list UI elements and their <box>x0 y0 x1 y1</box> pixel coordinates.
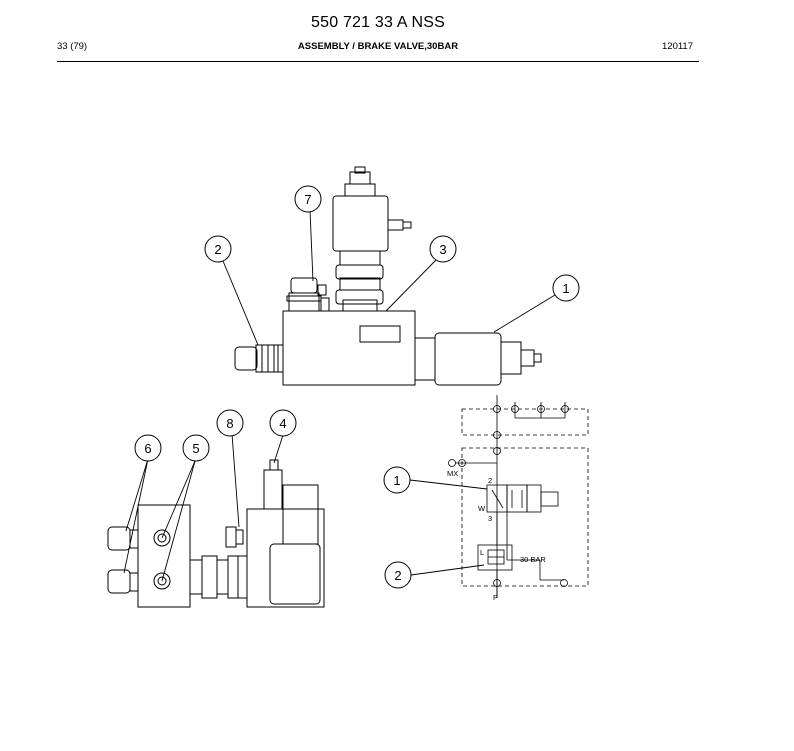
header-rule <box>57 61 699 62</box>
valve-body <box>282 310 416 386</box>
pressure-label: 30 BAR <box>520 555 546 564</box>
assembly-top-view <box>234 166 542 386</box>
port-2-label: 2 <box>488 476 492 485</box>
svg-text:2: 2 <box>394 568 401 583</box>
callout-1-top: 1 <box>552 274 580 302</box>
svg-text:1: 1 <box>393 473 400 488</box>
callout-5: 5 <box>182 434 210 462</box>
callout-6: 6 <box>134 434 162 462</box>
svg-text:1: 1 <box>562 281 569 296</box>
hydraulic-schematic <box>448 395 589 598</box>
svg-text:3: 3 <box>439 242 446 257</box>
port-w-label: W <box>478 504 486 513</box>
callout-4: 4 <box>269 409 297 437</box>
callout-2-top: 2 <box>204 235 232 263</box>
solenoid-coil-top <box>332 195 389 252</box>
assembly-side-view <box>107 459 325 608</box>
solenoid-coil-right <box>434 332 502 386</box>
svg-text:6: 6 <box>144 441 151 456</box>
svg-text:5: 5 <box>192 441 199 456</box>
callout-3: 3 <box>429 235 457 263</box>
leader-lines <box>123 209 556 582</box>
port-3-label: 3 <box>488 514 492 523</box>
port-mx-label: MX <box>447 469 458 478</box>
svg-text:2: 2 <box>214 242 221 257</box>
svg-text:8: 8 <box>226 416 233 431</box>
svg-text:7: 7 <box>304 192 311 207</box>
svg-text:4: 4 <box>279 416 286 431</box>
callout-1-schematic: 1 <box>383 466 411 494</box>
manifold-block <box>137 504 191 608</box>
document-date: 120117 <box>662 41 693 52</box>
callout-2-schematic: 2 <box>384 561 412 589</box>
valve-housing <box>246 508 325 608</box>
port-p-label: P <box>493 593 498 602</box>
callout-8: 8 <box>216 409 244 437</box>
page-number: 33 (79) <box>57 41 88 52</box>
document-number: 550 721 33 A NSS <box>311 14 445 31</box>
port-l-label: L <box>480 548 484 557</box>
nameplate <box>359 325 401 343</box>
document-title: ASSEMBLY / BRAKE VALVE,30BAR <box>297 41 459 52</box>
callout-7: 7 <box>294 185 322 213</box>
